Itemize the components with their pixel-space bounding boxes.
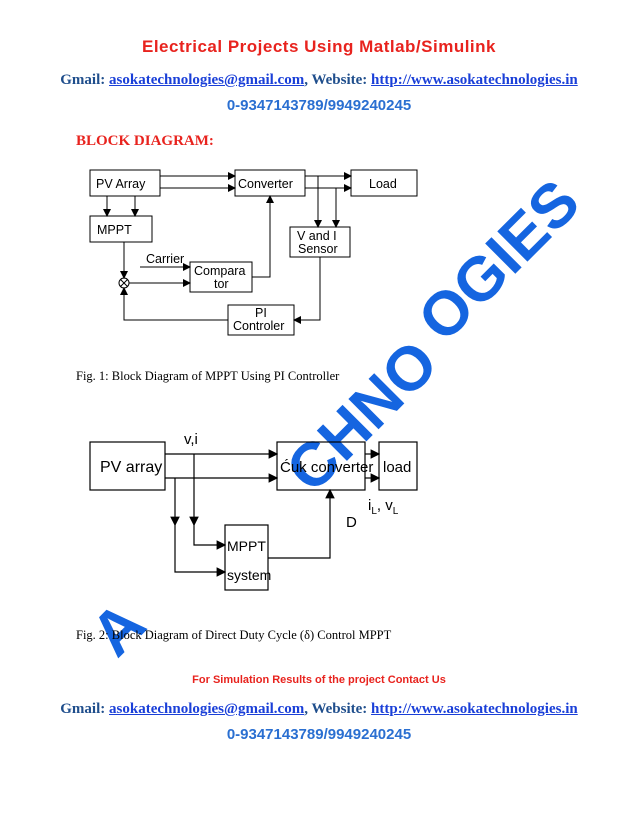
figure-1-caption: Fig. 1: Block Diagram of MPPT Using PI C… [76, 369, 340, 383]
cuk-converter-label: Ćuk converter [280, 459, 373, 476]
pi-label-line1: PI [255, 306, 267, 320]
load-label-2: load [383, 459, 411, 476]
figure-2-caption: Fig. 2: Block Diagram of Direct Duty Cyc… [76, 628, 392, 642]
pv-array-label-2: PV array [100, 459, 162, 476]
sensor-label-line2: Sensor [298, 242, 338, 256]
footer-gmail-label: Gmail: [60, 701, 106, 717]
load-block-2 [378, 441, 418, 491]
gmail-label: Gmail: [60, 72, 106, 88]
website-link[interactable]: http://www.asokatechnologies.in [371, 72, 578, 88]
section-heading: BLOCK DIAGRAM: [76, 133, 214, 149]
pv-array-block-2 [89, 441, 166, 491]
cuk-converter-block [276, 441, 366, 491]
sensor-label-line1: V and I [297, 229, 337, 243]
email-link[interactable]: asokatechnologies@gmail.com [109, 72, 305, 88]
footer-website-link[interactable]: http://www.asokatechnologies.in [371, 701, 578, 717]
converter-label: Converter [238, 177, 293, 191]
comparator-label-line2: tor [214, 277, 229, 291]
website-label: , Website: [304, 72, 368, 88]
mppt-system-label-line1: MPPT [227, 538, 266, 554]
figure-1-diagram: PV Array Converter Load MPPT V and I Sen… [89, 169, 418, 336]
figure-2-diagram: PV array v,i Ćuk converter load iL, vL D… [89, 431, 418, 591]
carrier-label: Carrier [146, 252, 184, 266]
page-title: Electrical Projects Using Matlab/Simulin… [142, 37, 496, 56]
pv-array-label: PV Array [96, 177, 146, 191]
header-phone: 0-9347143789/9949240245 [226, 97, 412, 114]
footer-phone: 0-9347143789/9949240245 [226, 726, 412, 743]
comparator-label-line1: Compara [194, 264, 245, 278]
footer-contact-line: Gmail: asokatechnologies@gmail.com, Webs… [0, 701, 638, 718]
duty-label: D [346, 514, 357, 531]
vi-label: v,i [184, 431, 198, 448]
footer-email-link[interactable]: asokatechnologies@gmail.com [109, 701, 305, 717]
header-contact-line: Gmail: asokatechnologies@gmail.com, Webs… [0, 72, 638, 89]
mppt-label: MPPT [97, 223, 132, 237]
mppt-system-label-line2: system [227, 567, 271, 583]
il-vl-label: iL, vL [368, 497, 399, 517]
load-label: Load [369, 177, 397, 191]
pv-array-block [89, 169, 161, 197]
load-block [350, 169, 418, 197]
footer-website-label: , Website: [304, 701, 368, 717]
mppt-block [89, 215, 153, 243]
pi-label-line2: Controler [233, 319, 284, 333]
simulation-note: For Simulation Results of the project Co… [192, 674, 446, 686]
